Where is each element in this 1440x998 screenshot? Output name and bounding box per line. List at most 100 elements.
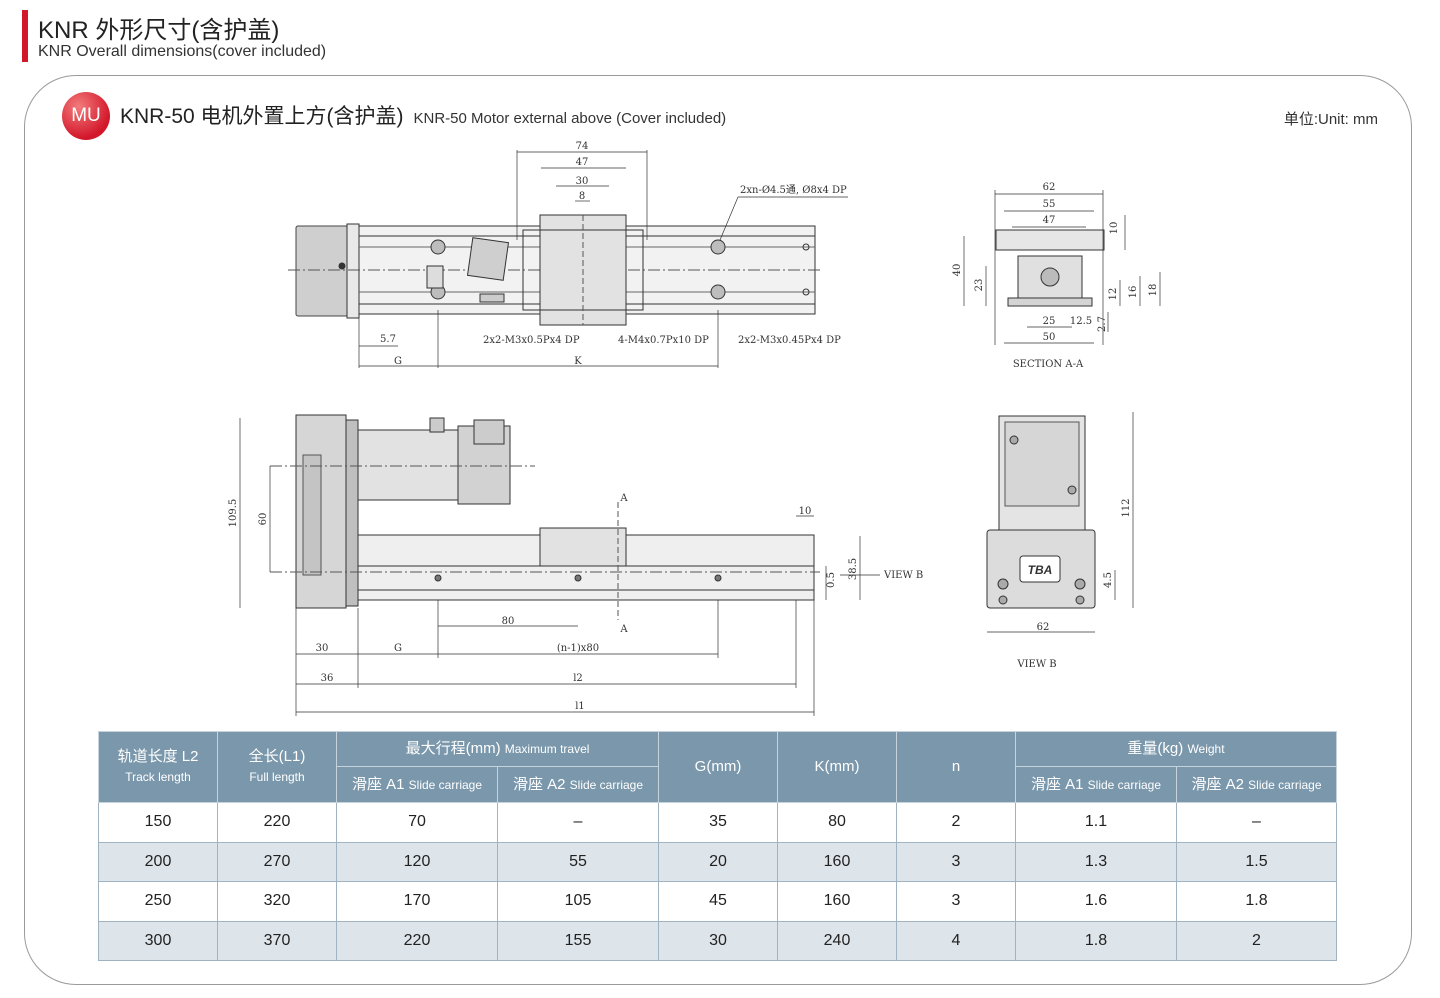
header-travel-a2: 滑座 A2 Slide carriage [497,766,659,803]
dim-80: 80 [502,616,515,627]
cell-k: 80 [777,802,897,843]
dim-18: 18 [1148,284,1159,297]
dim-5-7: 5.7 [380,334,396,345]
cell-g: 35 [658,802,778,843]
dim-112: 112 [1121,498,1132,517]
cell-travel-a2: 105 [497,881,659,922]
top-view: 74 47 30 8 5.7 G K 2xn-Ø4.5通, Ø8x4 DP 2x… [288,141,848,368]
dim-30: 30 [576,176,589,187]
dim-47-a: 47 [1043,215,1056,226]
cell-travel-a1: 220 [336,920,498,961]
dim-40: 40 [952,264,963,277]
model-badge: MU [62,92,110,140]
unit-label: 单位:Unit: mm [1283,111,1378,128]
header-travel-a1: 滑座 A1 Slide carriage [336,766,498,803]
dim-g-side: G [394,643,402,654]
cell-l1: 320 [217,881,337,922]
dim-23: 23 [974,279,985,292]
header-full-length: 全长(L1)Full length [217,731,337,803]
header-g: G(mm) [658,731,778,803]
section-marker-bottom: A [619,624,628,635]
dim-25: 25 [1043,316,1056,327]
cell-travel-a1: 70 [336,802,498,843]
page-title: KNR 外形尺寸(含护盖) [38,17,280,44]
cell-k: 240 [777,920,897,961]
dim-36: 36 [321,673,334,684]
dim-4-5: 4.5 [1103,572,1114,588]
section-title-en: KNR-50 Motor external above (Cover inclu… [413,110,727,127]
dim-62-b: 62 [1037,622,1050,633]
cell-weight-a1: 1.1 [1015,802,1177,843]
cell-g: 20 [658,841,778,882]
header-k: K(mm) [777,731,897,803]
dim-g-top: G [394,356,402,367]
cell-travel-a1: 170 [336,881,498,922]
cell-weight-a2: 2 [1176,920,1337,961]
view-b-marker: VIEW B [883,570,923,581]
dim-55: 55 [1043,199,1056,210]
dim-10-a: 10 [1109,222,1120,235]
cell-weight-a2: – [1176,802,1337,843]
header-max-travel: 最大行程(mm) Maximum travel [336,731,659,767]
cell-l2: 150 [98,802,218,843]
note-m4: 4-M4x0.7Px10 DP [618,335,709,346]
cell-g: 45 [658,881,778,922]
header-n: n [896,731,1016,803]
dim-16: 16 [1128,286,1139,299]
cell-travel-a2: 55 [497,841,659,882]
view-b-caption: VIEW B [1016,659,1056,670]
dim-10-side: 10 [799,506,812,517]
dim-60: 60 [258,513,269,526]
cell-l2: 300 [98,920,218,961]
cell-n: 2 [896,802,1016,843]
brand-logo: TBA [1028,563,1053,577]
dim-2-7: 2.7 [1097,316,1108,332]
table-row: 250 320 170 105 45 160 3 1.6 1.8 [98,881,1337,922]
cell-n: 4 [896,920,1016,961]
dim-74: 74 [576,141,589,152]
cell-k: 160 [777,881,897,922]
header-weight-a1: 滑座 A1 Slide carriage [1015,766,1177,803]
header-accent-bar [22,10,28,62]
cell-l2: 200 [98,841,218,882]
dim-k: K [574,356,582,367]
dim-38-5: 38.5 [848,558,859,580]
cell-weight-a2: 1.8 [1176,881,1337,922]
content-frame [24,75,1412,985]
section-a-view: 62 55 47 10 40 23 12 16 18 25 12.5 2.7 5… [952,182,1161,370]
cell-weight-a1: 1.3 [1015,841,1177,882]
table-row: 200 270 120 55 20 160 3 1.3 1.5 [98,841,1337,882]
dim-50: 50 [1043,332,1056,343]
dim-47: 47 [576,157,589,168]
cell-travel-a2: – [497,802,659,843]
cell-k: 160 [777,841,897,882]
dim-0-5: 0.5 [826,572,837,588]
section-a-caption: SECTION A-A [1013,359,1084,370]
cell-travel-a2: 155 [497,920,659,961]
dim-pitch: (n-1)x80 [557,643,599,654]
dim-l1: l1 [575,701,585,712]
dim-62-a: 62 [1043,182,1056,193]
side-view: 109.5 60 10 38.5 0.5 80 30 G (n-1)x80 36… [228,414,923,716]
page-subtitle: KNR Overall dimensions(cover included) [38,43,327,60]
dim-l2: l2 [573,673,583,684]
dim-12: 12 [1108,288,1119,301]
cell-l2: 250 [98,881,218,922]
cell-l1: 370 [217,920,337,961]
table-row: 300 370 220 155 30 240 4 1.8 2 [98,920,1337,961]
section-title-cn: KNR-50 电机外置上方(含护盖) [120,105,404,128]
dim-30-side: 30 [316,643,329,654]
cell-weight-a1: 1.6 [1015,881,1177,922]
table-row: 150 220 70 – 35 80 2 1.1 – [98,802,1337,843]
dim-12-5: 12.5 [1070,316,1092,327]
dim-109-5: 109.5 [228,499,239,528]
cell-travel-a1: 120 [336,841,498,882]
cell-l1: 220 [217,802,337,843]
note-m3-05: 2x2-M3x0.5Px4 DP [483,335,580,346]
cell-g: 30 [658,920,778,961]
view-b: TBA 112 4.5 62 VIEW B [986,412,1134,670]
note-through-hole: 2xn-Ø4.5通, Ø8x4 DP [740,184,847,196]
